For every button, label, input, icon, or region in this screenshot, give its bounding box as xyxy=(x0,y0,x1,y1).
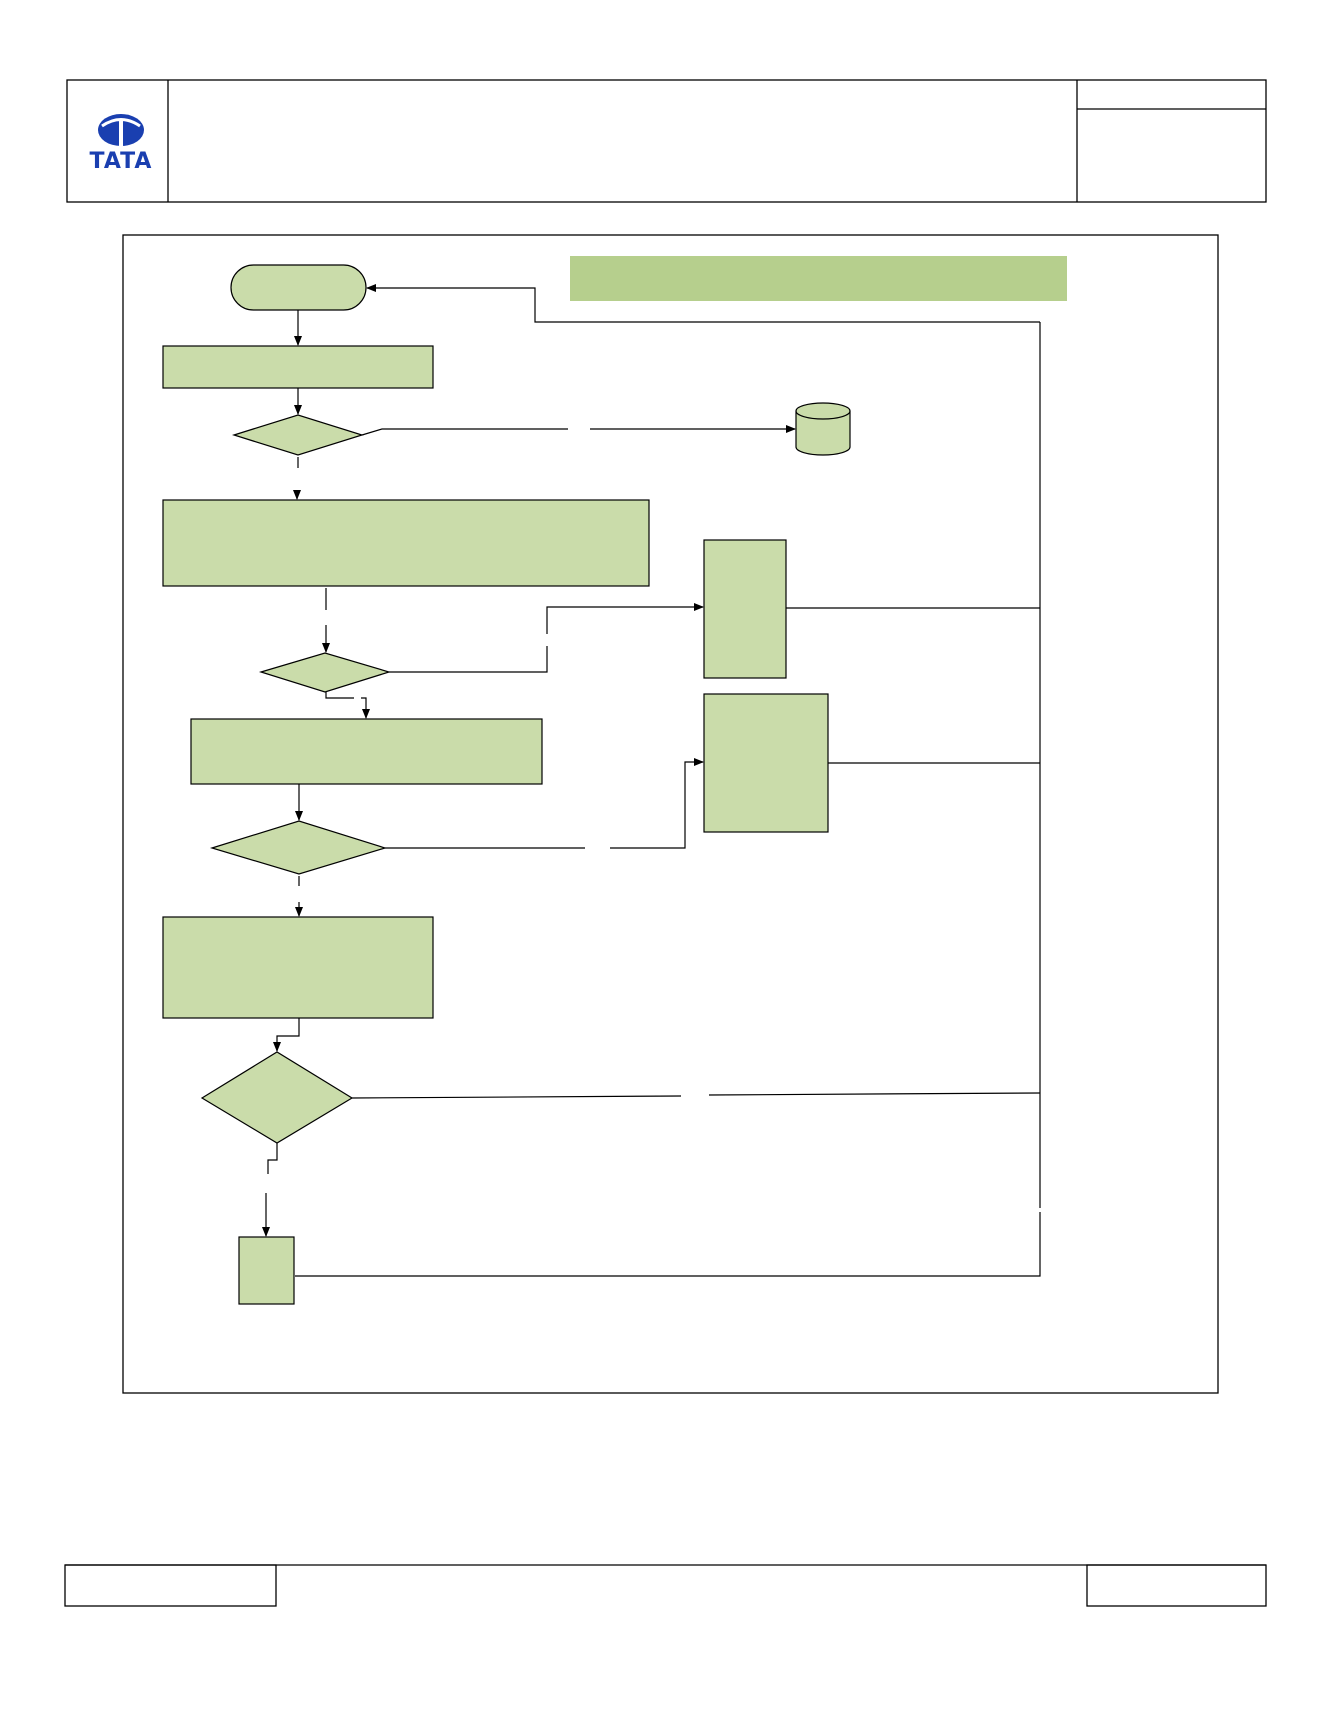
final-process-box xyxy=(238,1236,295,1305)
process-box-3 xyxy=(190,718,543,785)
flowchart-frame xyxy=(122,234,1219,1394)
header-table xyxy=(66,79,1267,203)
footer-left-cell xyxy=(64,1564,277,1607)
tata-logo-text: TATA xyxy=(90,149,153,174)
decision-diamond-2 xyxy=(258,652,392,693)
tata-logo: TATA xyxy=(90,114,153,174)
side-process-box-2 xyxy=(703,693,829,833)
tata-emblem-icon xyxy=(98,114,144,146)
end-connector xyxy=(795,402,851,456)
title-banner xyxy=(570,256,1067,301)
process-box-1 xyxy=(162,345,434,389)
process-box-4 xyxy=(162,916,434,1019)
decision-diamond-1 xyxy=(231,414,365,456)
side-process-box-1 xyxy=(703,539,787,679)
flowchart-shapes xyxy=(162,264,851,1305)
footer-right-cell xyxy=(1086,1564,1267,1607)
footer-table xyxy=(64,1564,1267,1607)
start-terminator xyxy=(230,264,367,311)
decision-diamond-3 xyxy=(209,820,388,875)
decision-diamond-4 xyxy=(200,1051,354,1144)
flowchart-connectors xyxy=(262,284,1041,1277)
process-box-2 xyxy=(162,499,650,587)
